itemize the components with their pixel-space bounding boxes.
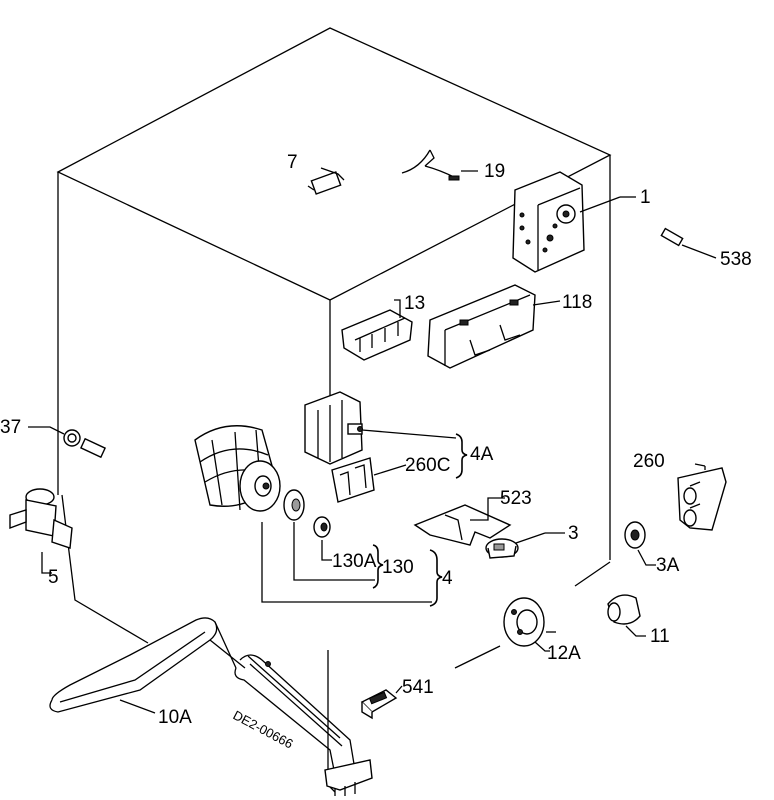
part-1-timer: 1 [512,171,651,273]
part-37-lock: 37 [0,417,107,459]
label-13: 13 [404,293,425,314]
label-1: 1 [640,187,651,208]
part-541-clip: 541 [360,677,434,720]
label-260c: 260C [405,455,450,476]
label-523: 523 [500,488,532,509]
label-541: 541 [402,677,434,698]
label-11: 11 [650,626,670,647]
label-37: 37 [0,417,21,438]
part-130-brush-holder [283,489,375,581]
label-3a: 3A [656,555,680,576]
part-538-sensor: 538 [660,227,752,270]
part-118-control-module: 118 [427,284,592,369]
label-118: 118 [562,292,592,313]
label-10a: 10A [158,707,192,728]
part-260c-bracket: 260C [331,455,450,503]
label-4: 4 [442,568,453,589]
part-4a-drain-pump: 4A [304,391,494,479]
label-19: 19 [484,161,505,182]
part-12a-heater-element: 12A [503,597,581,664]
part-7-switch: 7 [287,152,345,195]
part-19-wire: 19 [401,149,505,182]
part-130a-brush: 130A 130 4 [313,516,453,607]
part-260-hinge-bracket: 260 [633,451,727,531]
part-13-terminal-block: 13 [341,293,425,361]
label-7: 7 [287,152,298,173]
label-130: 130 [382,557,414,578]
part-5-valve: 5 [9,488,73,588]
label-3: 3 [568,523,579,544]
label-260: 260 [633,451,665,472]
label-4a: 4A [470,444,494,465]
part-523-bracket: 523 [413,488,532,546]
label-5: 5 [48,567,59,588]
label-538: 538 [720,249,752,270]
part-4-motor [194,425,432,603]
part-11-capacitor: 11 [607,594,670,647]
label-130a: 130A [332,551,377,572]
part-3a-thermostat: 3A [624,521,680,576]
part-3-pressure-switch: 3 [485,523,579,559]
label-12a: 12A [547,643,581,664]
part-10a-heater-tube: 10A DE2-00666 [49,617,373,796]
